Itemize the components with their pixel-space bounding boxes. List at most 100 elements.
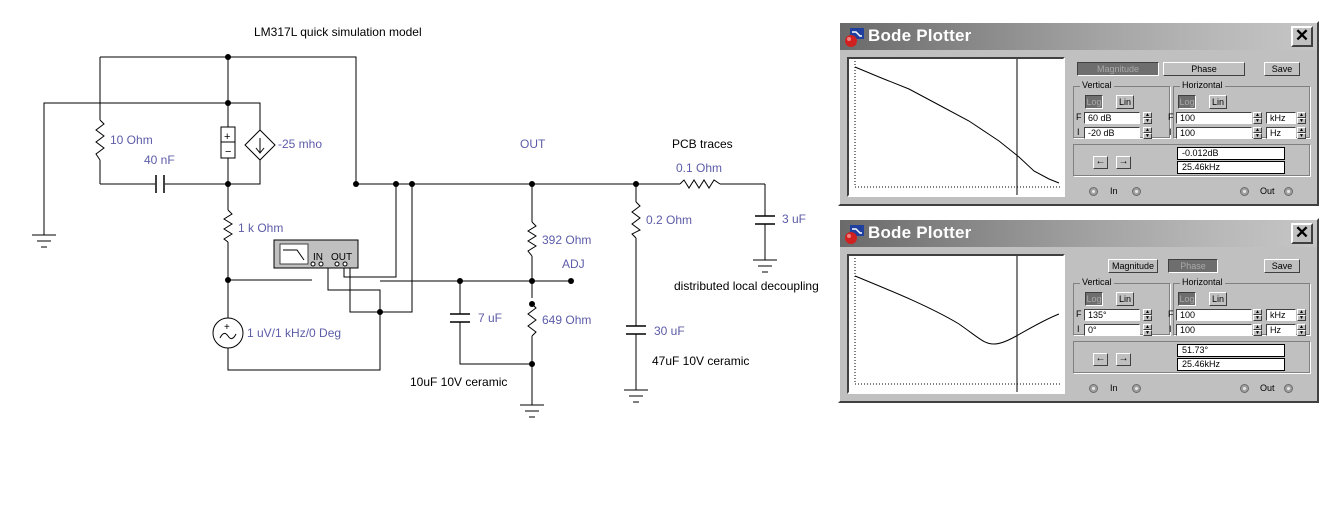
out-terminal-label: Out — [1260, 186, 1275, 196]
in-terminal-minus[interactable] — [1132, 384, 1141, 393]
resistor-392[interactable] — [527, 221, 537, 257]
in-terminal-plus[interactable] — [1089, 187, 1098, 196]
horizontal-final-unit[interactable]: kHz — [1266, 309, 1296, 321]
vertical-lin-button[interactable]: Lin — [1116, 292, 1134, 306]
save-button[interactable]: Save — [1264, 259, 1300, 273]
out-terminal-plus[interactable] — [1240, 187, 1249, 196]
horizontal-initial-spinner[interactable]: ▲▼ — [1253, 324, 1262, 336]
bode-plotter-instrument[interactable]: IN OUT — [273, 239, 359, 269]
capacitor-40nf[interactable] — [155, 175, 165, 193]
in-terminal-plus[interactable] — [1089, 384, 1098, 393]
voltage-source[interactable]: + − — [220, 126, 236, 159]
adj-terminal[interactable] — [568, 278, 574, 284]
horizontal-lin-button[interactable]: Lin — [1209, 95, 1227, 109]
horizontal-final-spinner[interactable]: ▲▼ — [1253, 309, 1262, 321]
horizontal-initial-unit-spinner[interactable]: ▲▼ — [1297, 127, 1306, 139]
window-titlebar[interactable]: Bode Plotter ✕ — [840, 220, 1317, 247]
resistor-10ohm[interactable] — [95, 119, 105, 161]
save-button[interactable]: Save — [1264, 62, 1300, 76]
vertical-initial-field[interactable]: 0° — [1084, 324, 1140, 336]
out-terminal-plus[interactable] — [1240, 384, 1249, 393]
vertical-initial-spinner[interactable]: ▲▼ — [1143, 127, 1152, 139]
cursor-left-arrow-icon[interactable]: ← — [1093, 156, 1108, 169]
ground-symbol — [520, 404, 544, 418]
svg-text:−: − — [225, 146, 231, 158]
resistor-trace[interactable] — [679, 179, 721, 189]
vertical-final-field[interactable]: 60 dB — [1084, 112, 1140, 124]
cursor-right-arrow-icon[interactable]: → — [1116, 156, 1131, 169]
in-terminal-minus[interactable] — [1132, 187, 1141, 196]
horizontal-lin-button[interactable]: Lin — [1209, 292, 1227, 306]
vertical-log-button[interactable]: Log — [1085, 95, 1103, 109]
junction-dot — [393, 181, 399, 187]
close-button[interactable]: ✕ — [1291, 26, 1313, 47]
wire — [43, 102, 261, 235]
horizontal-final-unit[interactable]: kHz — [1266, 112, 1296, 124]
horizontal-log-button[interactable]: Log — [1178, 95, 1196, 109]
vertical-final-spinner[interactable]: ▲▼ — [1143, 112, 1152, 124]
junction-dot — [529, 361, 535, 367]
horizontal-final-field[interactable]: 100 — [1176, 309, 1252, 321]
window-titlebar[interactable]: Bode Plotter ✕ — [840, 23, 1317, 50]
magnitude-plot — [854, 59, 1061, 195]
horizontal-initial-unit[interactable]: Hz — [1266, 127, 1296, 139]
magnitude-mode-button[interactable]: Magnitude — [1077, 62, 1159, 76]
label-r-1k: 1 k Ohm — [238, 221, 283, 235]
capacitor-7uf[interactable] — [450, 313, 470, 323]
horizontal-final-unit-spinner[interactable]: ▲▼ — [1297, 112, 1306, 124]
horizontal-final-spinner[interactable]: ▲▼ — [1253, 112, 1262, 124]
schematic-title: LM317L quick simulation model — [254, 25, 422, 39]
resistor-esr[interactable] — [631, 201, 641, 239]
vertical-lin-button[interactable]: Lin — [1116, 95, 1134, 109]
ground-symbol — [753, 259, 777, 273]
vertical-initial-spinner[interactable]: ▲▼ — [1143, 324, 1152, 336]
bode-app-icon — [845, 28, 864, 47]
horizontal-log-button[interactable]: Log — [1178, 292, 1196, 306]
resistor-649[interactable] — [527, 303, 537, 337]
cursor-right-arrow-icon[interactable]: → — [1116, 353, 1131, 366]
vertical-final-field[interactable]: 135° — [1084, 309, 1140, 321]
horizontal-final-label: F — [1168, 112, 1174, 122]
cursor-left-arrow-icon[interactable]: ← — [1093, 353, 1108, 366]
phase-mode-button[interactable]: Phase — [1163, 62, 1245, 76]
label-r-392: 392 Ohm — [542, 233, 591, 247]
in-terminal-label: In — [1110, 383, 1118, 393]
phase-mode-button[interactable]: Phase — [1168, 259, 1218, 273]
vertical-log-button[interactable]: Log — [1085, 292, 1103, 306]
junction-dot — [353, 181, 359, 187]
bode-app-icon — [845, 225, 864, 244]
wire — [349, 184, 413, 313]
out-terminal-minus[interactable] — [1284, 187, 1293, 196]
resistor-1k[interactable] — [223, 209, 233, 243]
horizontal-initial-field[interactable]: 100 — [1176, 127, 1252, 139]
vccs-source[interactable] — [244, 129, 276, 161]
junction-dot — [633, 181, 639, 187]
horizontal-initial-unit[interactable]: Hz — [1266, 324, 1296, 336]
magnitude-mode-button[interactable]: Magnitude — [1108, 259, 1158, 273]
readout-value: 51.73° — [1177, 344, 1285, 357]
horizontal-initial-field[interactable]: 100 — [1176, 324, 1252, 336]
wire — [228, 160, 261, 185]
junction-dot — [225, 277, 231, 283]
readout-frequency: 25.46kHz — [1177, 161, 1285, 174]
out-terminal-label: Out — [1260, 383, 1275, 393]
label-c-3uf: 3 uF — [782, 212, 806, 226]
label-r-649: 649 Ohm — [542, 313, 591, 327]
capacitor-30uf[interactable] — [626, 325, 646, 335]
ac-source[interactable]: + — [212, 317, 244, 349]
vertical-label: Vertical — [1080, 80, 1114, 90]
horizontal-initial-unit-spinner[interactable]: ▲▼ — [1297, 324, 1306, 336]
capacitor-3uf[interactable] — [755, 215, 775, 225]
out-terminal-minus[interactable] — [1284, 384, 1293, 393]
label-pcb-traces: PCB traces — [672, 137, 733, 151]
vertical-final-spinner[interactable]: ▲▼ — [1143, 309, 1152, 321]
horizontal-final-field[interactable]: 100 — [1176, 112, 1252, 124]
vertical-initial-field[interactable]: -20 dB — [1084, 127, 1140, 139]
horizontal-initial-label: I — [1169, 324, 1172, 334]
vertical-initial-label: I — [1077, 324, 1080, 334]
horizontal-final-unit-spinner[interactable]: ▲▼ — [1297, 309, 1306, 321]
magnitude-curve — [854, 66, 1060, 184]
close-button[interactable]: ✕ — [1291, 223, 1313, 244]
horizontal-initial-spinner[interactable]: ▲▼ — [1253, 127, 1262, 139]
label-c-7uf: 7 uF — [478, 311, 502, 325]
